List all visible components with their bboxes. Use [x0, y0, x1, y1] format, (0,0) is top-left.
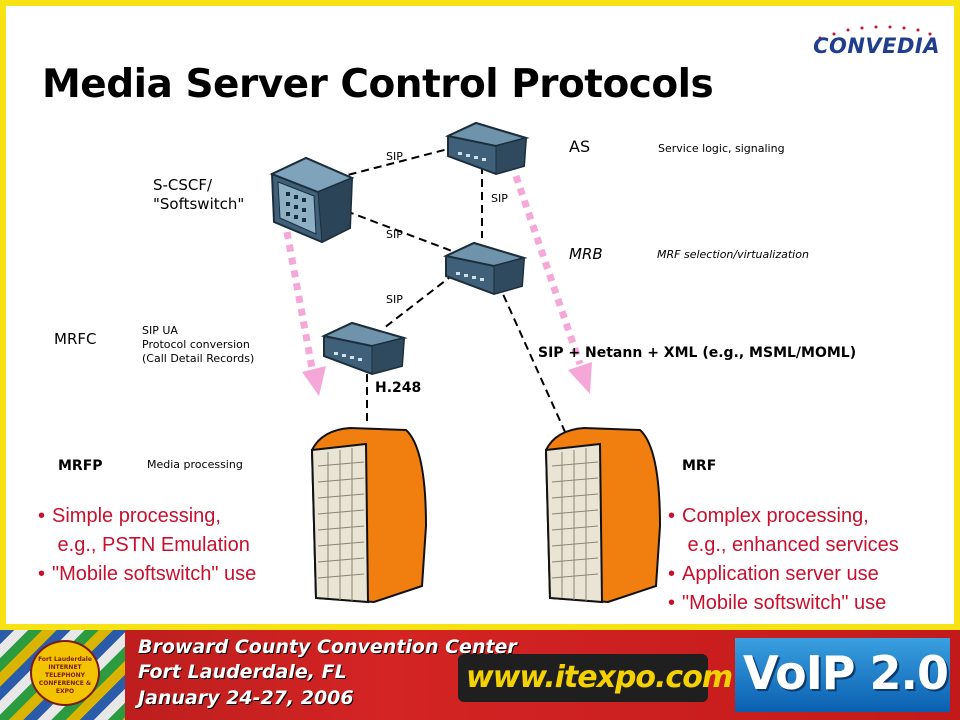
mrb-router-icon — [442, 241, 528, 296]
list-item: Application server use — [668, 560, 899, 589]
voip-logo: VoIP 2.0 — [735, 638, 950, 712]
arrow-as-mrf — [512, 174, 584, 366]
right-bullet-list: Complex processing, e.g., enhanced servi… — [668, 502, 899, 618]
mrfp-label: MRFP — [58, 458, 103, 474]
link-mrb-mrfc — [383, 273, 455, 329]
link-label-sip-netann: SIP + Netann + XML (e.g., MSML/MOML) — [538, 345, 857, 361]
mrfc-router-icon — [320, 321, 408, 376]
slide: CONVEDIA Media Server Control Protocols — [6, 6, 954, 624]
link-mrb-mrf — [497, 282, 567, 435]
mrb-label: MRB — [569, 245, 603, 263]
mrfp-description: Media processing — [147, 458, 243, 471]
list-item: "Mobile softswitch" use — [668, 589, 899, 618]
link-scscf-mrb — [345, 210, 453, 252]
banner-dates: January 24-27, 2006 — [138, 687, 354, 709]
page-title: Media Server Control Protocols — [42, 62, 714, 107]
link-scscf-as — [335, 147, 453, 179]
list-item: Simple processing, e.g., PSTN Emulation — [38, 502, 256, 560]
arrow-scscf-mrfp — [283, 231, 316, 369]
list-item: Complex processing, e.g., enhanced servi… — [668, 502, 899, 560]
mrfc-description: SIP UA Protocol conversion (Call Detail … — [142, 324, 255, 366]
itexpo-banner: Fort Lauderdale INTERNET TELEPHONY CONFE… — [0, 630, 960, 720]
banner-url: www.itexpo.com — [466, 660, 733, 695]
logo-dots-icon — [818, 25, 932, 40]
list-item: "Mobile softswitch" use — [38, 560, 256, 589]
mrb-description: MRF selection/virtualization — [657, 248, 809, 261]
badge-text: Fort Lauderdale INTERNET TELEPHONY CONFE… — [38, 656, 92, 695]
link-label-sip-scscf-as: SIP — [386, 150, 403, 163]
voip-logo-text: VoIP 2.0 — [743, 646, 949, 700]
mrfc-label: MRFC — [54, 330, 97, 348]
link-label-h248: H.248 — [375, 380, 422, 396]
convedia-logo: CONVEDIA — [790, 22, 940, 62]
left-bullet-list: Simple processing, e.g., PSTN Emulation … — [38, 502, 256, 589]
mrf-server-icon — [544, 426, 662, 604]
scscf-label: S-CSCF/ "Softswitch" — [153, 176, 245, 214]
as-router-icon — [444, 121, 530, 176]
itexpo-badge-logo: Fort Lauderdale INTERNET TELEPHONY CONFE… — [30, 640, 100, 706]
banner-venue: Broward County Convention Center — [138, 636, 517, 658]
link-label-sip-as-mrb: SIP — [491, 192, 508, 205]
mrfp-server-icon — [310, 426, 428, 604]
arrowhead-right-icon — [568, 362, 592, 394]
softswitch-icon — [269, 156, 355, 244]
link-label-sip-mrb-mrfc: SIP — [386, 293, 403, 306]
logo-text: CONVEDIA — [813, 34, 940, 58]
as-description: Service logic, signaling — [658, 142, 785, 155]
banner-location: Fort Lauderdale, FL — [138, 661, 347, 683]
mrf-label: MRF — [682, 458, 717, 474]
as-label: AS — [569, 137, 591, 156]
banner-flags-image: Fort Lauderdale INTERNET TELEPHONY CONFE… — [0, 630, 125, 720]
diagram-canvas — [269, 121, 662, 604]
arrowhead-left-icon — [302, 366, 326, 396]
link-label-sip-scscf-mrb: SIP — [386, 228, 403, 241]
banner-url-box: www.itexpo.com — [458, 654, 733, 702]
